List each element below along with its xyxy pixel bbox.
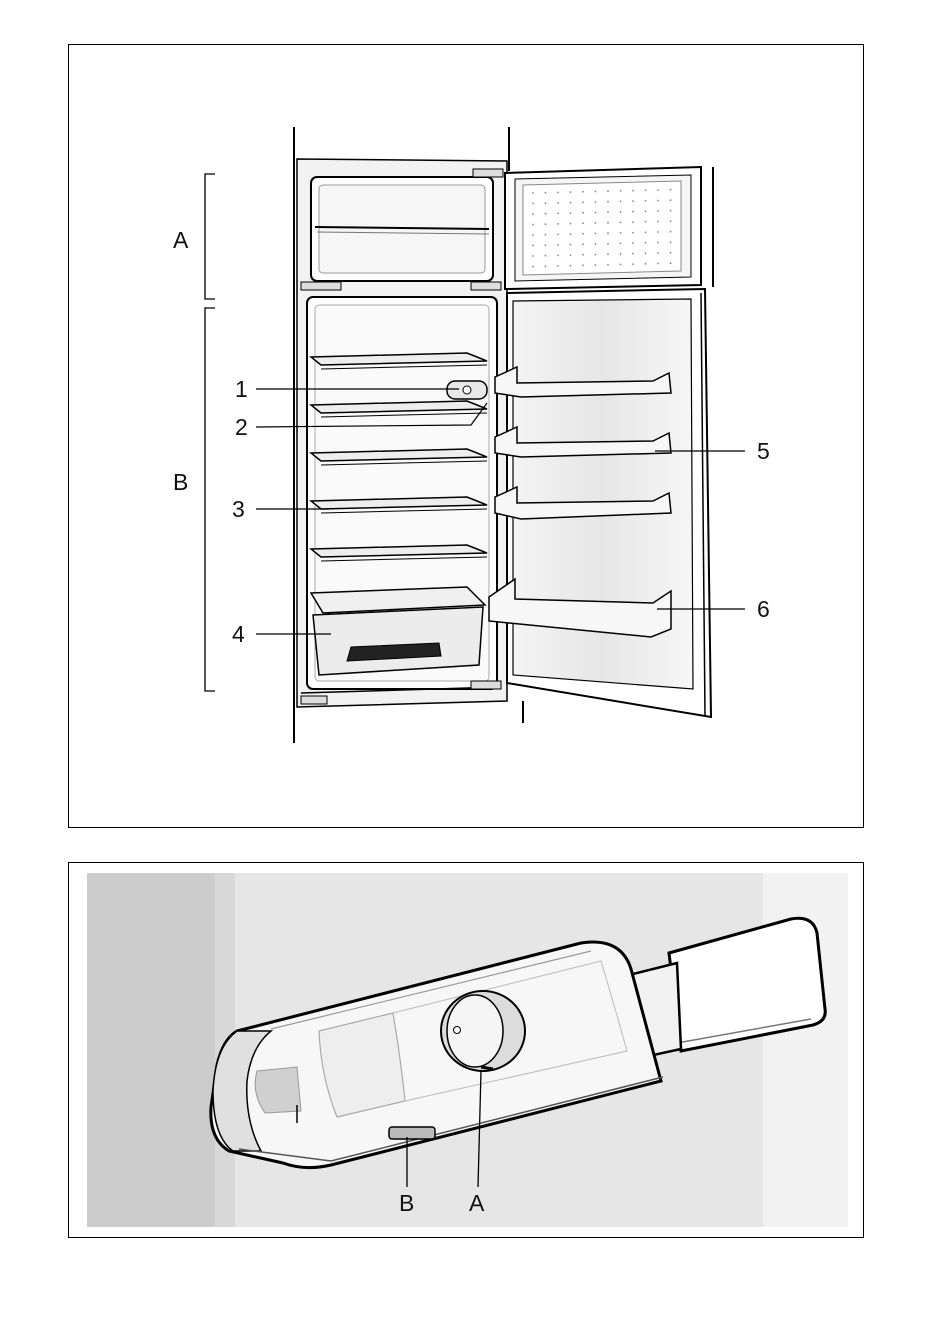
callout-1: 1 [235,376,248,402]
control-unit-illustration: B A [69,863,865,1239]
fridge-illustration: A B 1 2 3 4 5 6 [69,45,865,829]
thermostat-knob [441,991,525,1071]
callout-3: 3 [232,496,245,522]
callout-5: 5 [757,438,770,464]
callout-switch: B [399,1190,414,1216]
callout-6: 6 [757,596,770,622]
callout-2: 2 [235,414,248,440]
callout-knob: A [469,1190,485,1216]
light-switch [389,1127,435,1139]
section-label-fridge: B [173,469,188,495]
control-unit-panel: B A [68,862,864,1238]
callout-4: 4 [232,621,245,647]
section-label-freezer: A [173,227,189,253]
fridge-overview-panel: A B 1 2 3 4 5 6 [68,44,864,828]
